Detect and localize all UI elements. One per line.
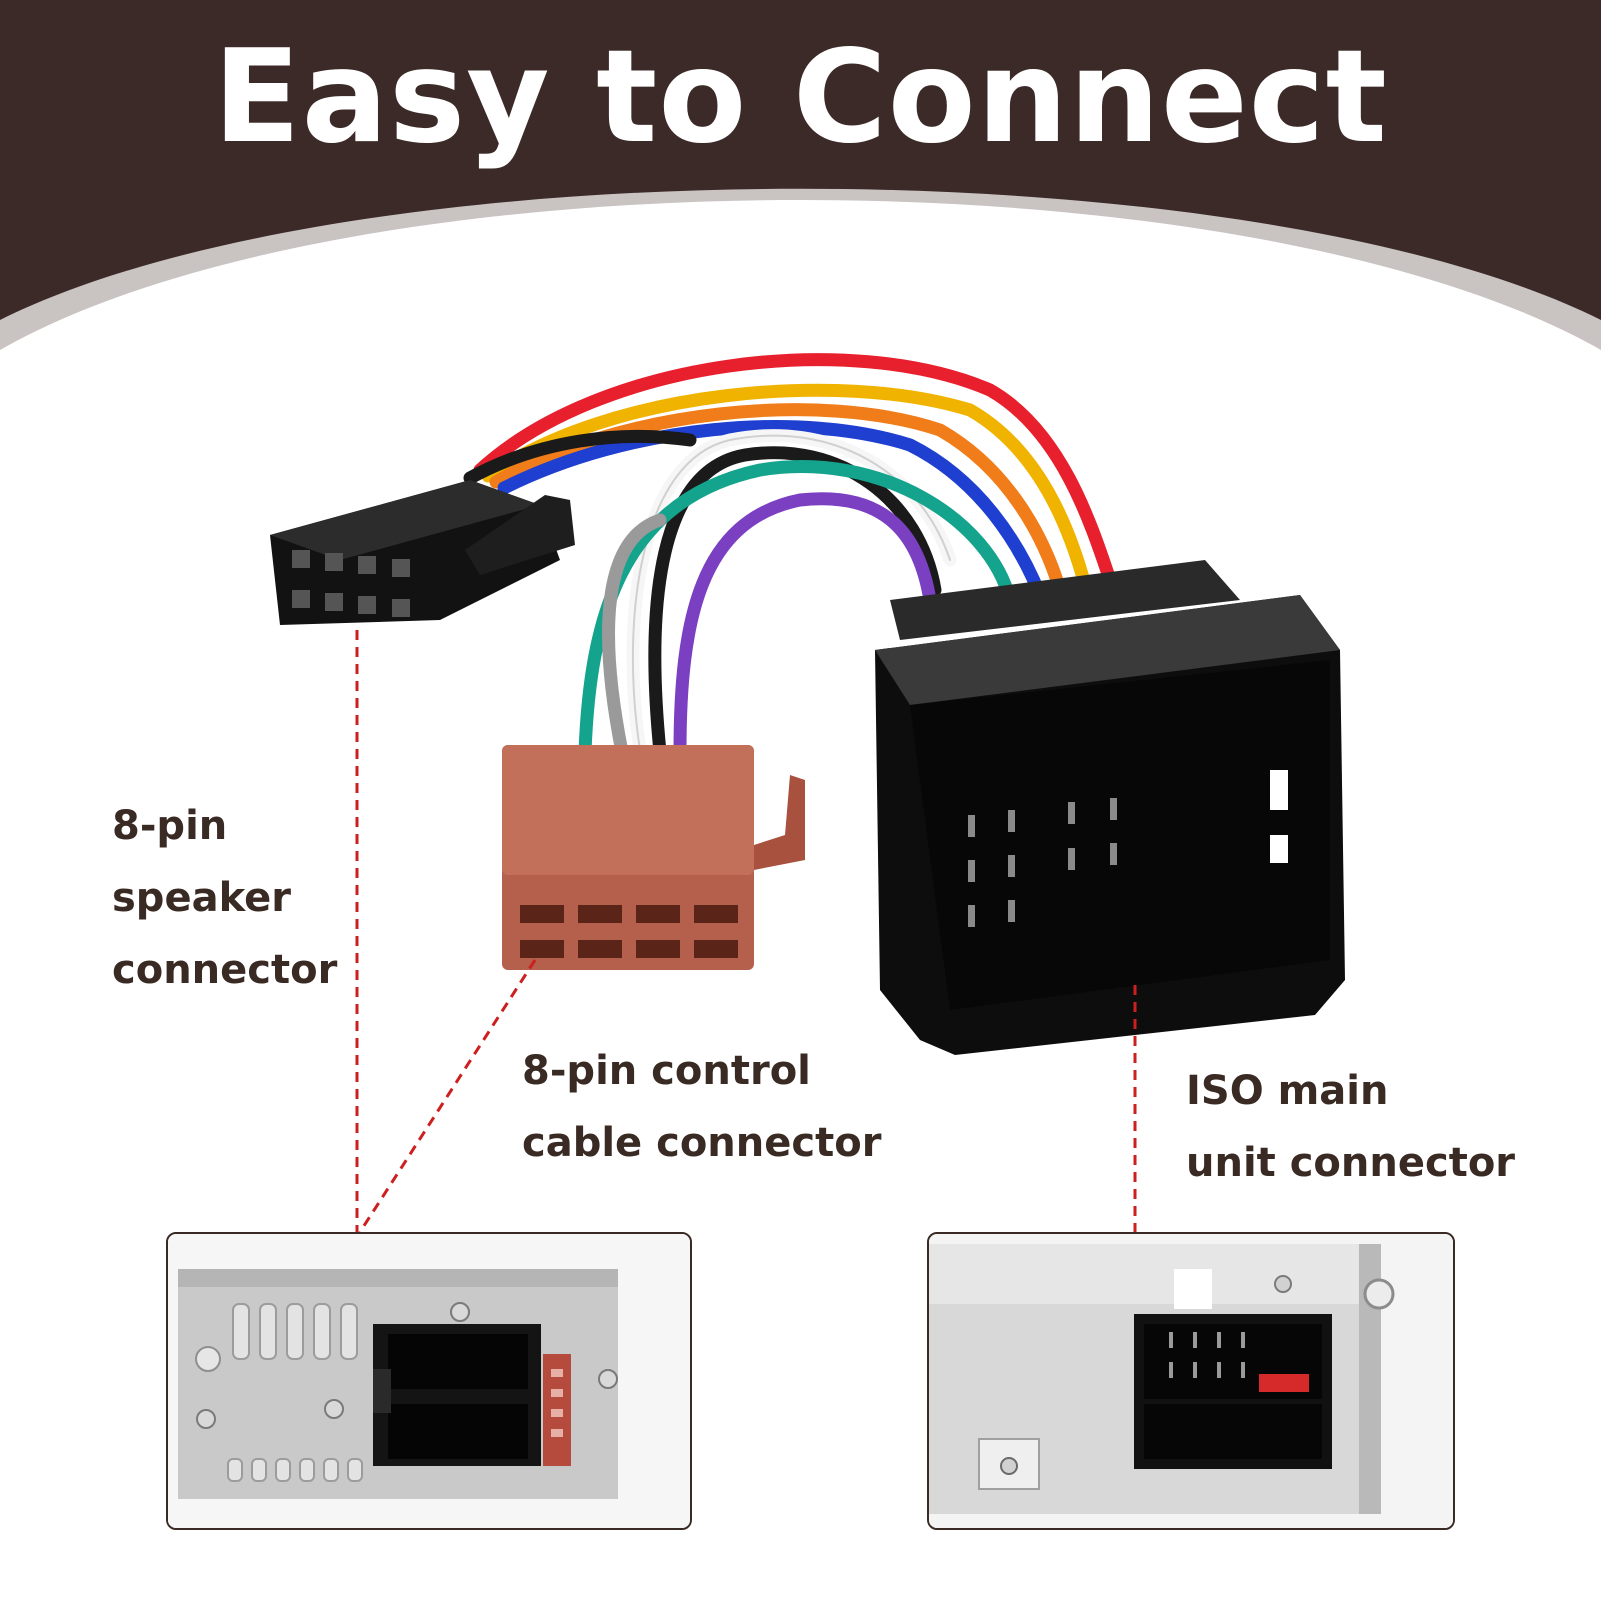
control-connector [502, 745, 805, 970]
speaker-label-line-2: speaker [112, 875, 291, 921]
header-banner [0, 0, 1601, 320]
iso-label-line-2: unit connector [1186, 1140, 1516, 1186]
control-connector-label: 8-pin control cable connector [522, 1035, 881, 1179]
leader-line-control [358, 959, 537, 1233]
head-unit-rear-photo-right [927, 1232, 1455, 1530]
wire-grey [602, 513, 667, 759]
iso-connector-label: ISO main unit connector [1186, 1055, 1515, 1199]
speaker-connector-label: 8-pin speaker connector [112, 790, 337, 1006]
iso-connector [875, 560, 1345, 1055]
control-label-line-1: 8-pin control [522, 1048, 811, 1094]
wire-black [463, 429, 697, 485]
wire-red [473, 353, 1117, 587]
wire-purple [673, 492, 937, 759]
wire-green [578, 460, 1017, 759]
page-title: Easy to Connect [213, 23, 1388, 172]
speaker-label-line-3: connector [112, 947, 338, 993]
head-unit-rear-photo-left [166, 1232, 692, 1530]
wire-bundle [463, 353, 1117, 759]
leader-lines [355, 630, 1137, 1233]
head-unit-rear-illustration [168, 1234, 690, 1528]
wire-black-2 [648, 446, 942, 759]
wire-yellow [481, 383, 1092, 592]
speaker-label-line-1: 8-pin [112, 803, 228, 849]
control-label-line-2: cable connector [522, 1120, 882, 1166]
iso-label-line-1: ISO main [1186, 1068, 1389, 1114]
wire-blue [497, 420, 1047, 602]
speaker-connector [270, 480, 575, 625]
iso-socket-illustration [929, 1234, 1453, 1528]
